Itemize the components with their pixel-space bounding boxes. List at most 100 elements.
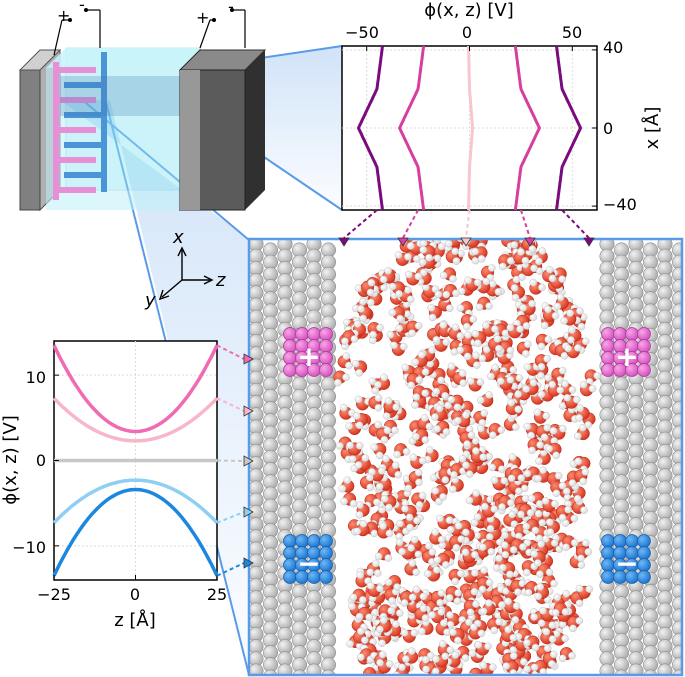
water-hydrogen [454,522,463,530]
water-hydrogen [539,466,547,475]
bot-xtick-25: 25 [207,585,227,604]
water-hydrogen [415,375,424,384]
water-hydrogen [471,329,480,338]
water-hydrogen [528,446,536,455]
water-hydrogen [437,535,446,544]
water-hydrogen [380,283,388,292]
neg-ion [637,546,651,560]
water-hydrogen [552,489,561,498]
water-hydrogen [548,380,557,389]
water-hydrogen [478,354,487,363]
bot-ytick-neg10: −10 [12,538,46,557]
water-hydrogen [456,304,465,312]
water-hydrogen [427,303,436,312]
water-hydrogen [523,665,531,674]
water-hydrogen [404,270,413,279]
water-hydrogen [408,593,417,602]
neg-ion [283,570,297,584]
top-ytick-neg40: −40 [603,195,637,214]
water-hydrogen [401,504,409,513]
water-hydrogen [573,494,582,503]
water-hydrogen [367,278,376,287]
water-hydrogen [383,426,392,435]
water-hydrogen [543,644,552,653]
water-hydrogen [548,635,557,643]
water-hydrogen [432,335,441,344]
water-hydrogen [366,483,375,492]
water-hydrogen [512,602,521,610]
water-hydrogen [522,349,530,358]
water-hydrogen [448,628,457,637]
water-hydrogen [563,393,572,402]
water-hydrogen [558,620,567,629]
water-hydrogen [414,468,423,477]
water-hydrogen [470,569,479,577]
water-hydrogen [411,401,419,409]
water-hydrogen [369,330,377,339]
water-hydrogen [467,431,476,440]
water-hydrogen [584,548,593,556]
water-hydrogen [494,344,503,353]
water-hydrogen [543,423,552,432]
bottom-plot-curves [52,344,219,577]
water-hydrogen [504,578,512,587]
water-hydrogen [441,391,449,400]
water-hydrogen [481,321,490,330]
water-hydrogen [561,634,569,643]
pos-ion [601,363,615,377]
water-hydrogen [535,257,543,266]
bottom-connector-2 [216,459,245,462]
top-xtick-50: 50 [562,23,582,42]
neg-ion [613,534,627,548]
water-hydrogen [428,313,437,322]
top-xtick-neg50: −50 [345,23,379,42]
water-hydrogen [432,655,440,663]
water-hydrogen [413,516,421,525]
triad-y-label: y [144,290,156,311]
neg-ion [601,558,615,572]
pos-ion [283,327,297,341]
top-marker-0 [338,237,350,247]
water-hydrogen [406,242,415,250]
water-hydrogen [370,529,379,538]
water-hydrogen [487,547,496,556]
bottom-connector-0 [216,344,245,360]
water-hydrogen [442,338,451,346]
water-hydrogen [348,602,356,611]
water-hydrogen [461,528,470,537]
interdigitated-pos-electrode [53,62,96,200]
water-hydrogen [482,277,491,286]
water-hydrogen [367,298,375,307]
water-hydrogen [506,570,514,579]
water-hydrogen [520,658,528,666]
water-hydrogen [355,368,363,377]
water-hydrogen [379,275,388,284]
bottom-marker-1 [243,405,254,417]
top-plot-curves [356,45,583,211]
water-hydrogen [433,556,442,564]
water-hydrogen [401,363,410,372]
water-hydrogen [536,441,544,449]
neg-ion [319,570,333,584]
top-plot-ticks [366,46,597,207]
water-hydrogen [531,643,540,652]
water-hydrogen [498,262,507,271]
top-plot-connectors [338,209,595,247]
water-hydrogen [558,481,567,490]
water-hydrogen [487,372,495,381]
water-hydrogen [414,550,423,559]
top-curve-4 [555,45,583,211]
water-hydrogen [366,581,375,590]
water-hydrogen [573,395,581,404]
water-hydrogen [418,456,427,465]
water-molecules [333,239,602,675]
water-hydrogen [468,649,477,658]
water-hydrogen [538,519,547,527]
water-hydrogen [500,541,509,549]
water-hydrogen [514,390,522,399]
water-hydrogen [374,552,383,561]
water-hydrogen [408,329,416,337]
water-hydrogen [561,608,570,616]
water-hydrogen [403,286,412,294]
water-hydrogen [458,454,467,463]
